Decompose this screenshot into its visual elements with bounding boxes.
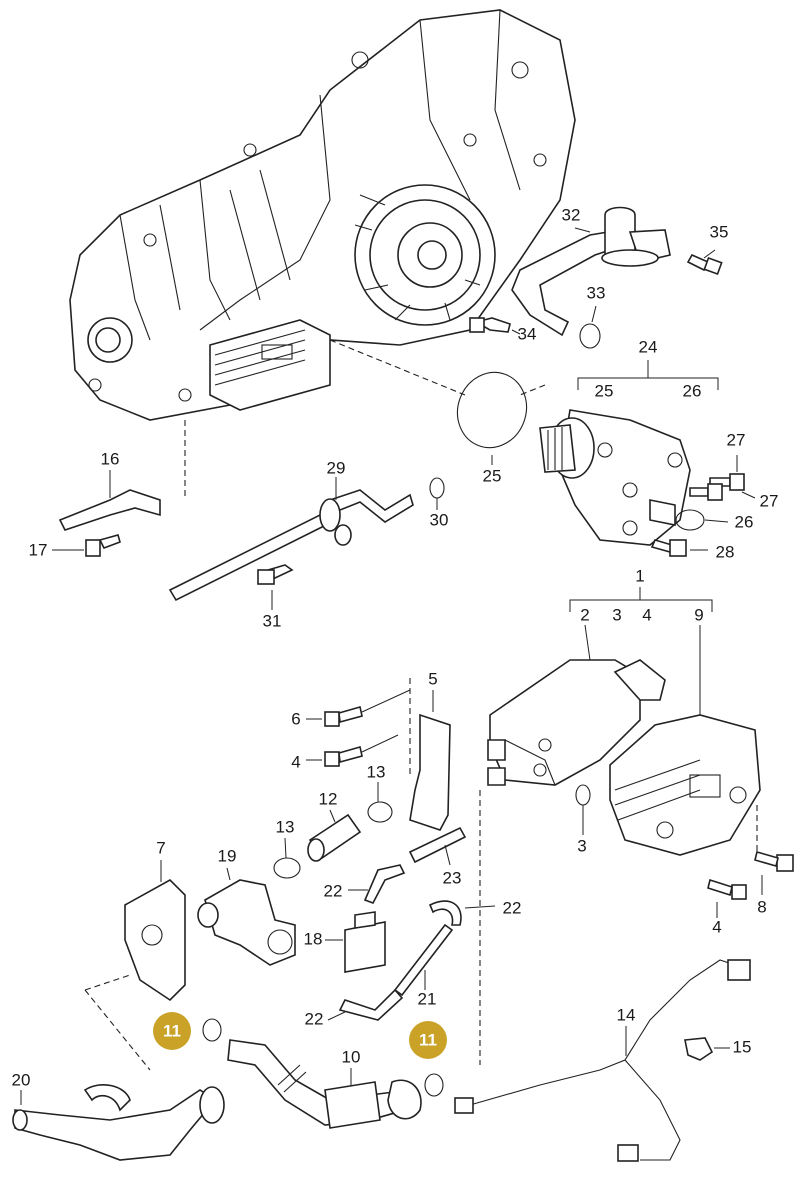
part-7-bracket	[124, 860, 186, 1002]
part-23-hose	[408, 826, 467, 866]
part-22-hose-c	[327, 988, 404, 1021]
part-24-bracket	[577, 360, 719, 390]
callout-13: 13	[367, 762, 386, 781]
part-35-bolt	[686, 249, 723, 276]
callout-34: 34	[518, 324, 537, 343]
part-18-valve	[325, 911, 386, 973]
callout-8: 8	[757, 897, 766, 916]
callout-7: 7	[156, 838, 165, 857]
part-30-ring	[429, 477, 445, 510]
housing-oil-cooler	[209, 319, 331, 411]
callout-20: 20	[12, 1070, 31, 1089]
callout-35: 35	[710, 222, 729, 241]
part-34-bolt	[469, 317, 521, 335]
part-4-bolt-b	[707, 878, 747, 918]
part-25-gasket	[456, 371, 528, 465]
callout-4: 4	[291, 752, 300, 771]
part-24-pump	[539, 409, 691, 546]
callout-26: 26	[683, 381, 702, 400]
part-9-cooler	[609, 625, 761, 856]
callout-19: 19	[218, 846, 237, 865]
callout-25: 25	[483, 466, 502, 485]
reference-line-cooler	[329, 339, 466, 396]
callout-30: 30	[430, 510, 449, 529]
callout-5: 5	[428, 669, 437, 688]
highlight-badge-11[interactable]: 11	[409, 1021, 447, 1059]
callout-26: 26	[735, 512, 754, 531]
part-19-thermostat	[197, 867, 296, 966]
part-27-bolts	[689, 455, 756, 501]
callout-22: 22	[503, 898, 522, 917]
reference-line-7b	[84, 989, 151, 1071]
highlight-badge-11[interactable]: 11	[153, 1012, 191, 1050]
part-2-housing	[487, 624, 666, 786]
transmission-housing	[69, 9, 576, 421]
callout-17: 17	[29, 540, 48, 559]
part-28-bolt	[650, 539, 708, 557]
part-29-tube	[168, 477, 414, 602]
callout-32: 32	[562, 205, 581, 224]
callout-23: 23	[443, 868, 462, 887]
part-31-bolt	[257, 564, 294, 610]
callout-18: 18	[304, 929, 323, 948]
part-13-clamp-a	[367, 782, 393, 823]
part-12-hose	[307, 809, 362, 862]
part-1-bracket	[569, 587, 713, 612]
part-33-ring	[579, 305, 601, 349]
callout-14: 14	[617, 1005, 636, 1024]
highlight-label: 11	[163, 1021, 181, 1040]
part-11-ring-a	[202, 1018, 222, 1042]
callout-27: 27	[727, 430, 746, 449]
callout-9: 9	[694, 605, 703, 624]
callout-10: 10	[342, 1047, 361, 1066]
callout-2: 2	[580, 605, 589, 624]
callout-13: 13	[276, 817, 295, 836]
part-8-bolt	[754, 851, 794, 895]
callout-31: 31	[263, 611, 282, 630]
part-22-hose-b	[428, 900, 496, 926]
callout-24: 24	[639, 337, 658, 356]
callout-3: 3	[612, 605, 621, 624]
callout-3: 3	[577, 836, 586, 855]
part-21-hose	[393, 923, 454, 997]
part-26-ring	[675, 509, 729, 531]
callout-25: 25	[595, 381, 614, 400]
part-16-bracket	[58, 470, 161, 531]
highlight-circle	[409, 1021, 447, 1059]
callout-12: 12	[319, 789, 338, 808]
callout-22: 22	[305, 1009, 324, 1028]
part-10-hose	[227, 1039, 422, 1129]
part-13-clamp-b	[273, 837, 301, 879]
callout-22: 22	[324, 881, 343, 900]
part-6-bolt	[306, 689, 411, 727]
callout-4: 4	[712, 917, 721, 936]
highlight-label: 11	[419, 1030, 437, 1049]
callout-1: 1	[635, 566, 644, 585]
part-15-clip	[684, 1037, 730, 1061]
highlight-circle	[153, 1012, 191, 1050]
part-5-plate	[409, 690, 451, 831]
callout-15: 15	[733, 1037, 752, 1056]
part-20-hose	[12, 1084, 225, 1161]
callout-27: 27	[760, 491, 779, 510]
callout-21: 21	[418, 989, 437, 1008]
part-3-ring	[575, 784, 591, 835]
highlight-badges: 11 11	[153, 1012, 447, 1059]
callout-29: 29	[327, 458, 346, 477]
callout-28: 28	[716, 542, 735, 561]
part-11-ring-b	[424, 1073, 444, 1097]
part-22-hose-a	[348, 864, 406, 904]
callout-6: 6	[291, 709, 300, 728]
callout-33: 33	[587, 283, 606, 302]
reference-line-7a	[84, 974, 131, 991]
callout-4: 4	[642, 605, 651, 624]
part-32-pipe	[511, 206, 671, 337]
callout-16: 16	[101, 449, 120, 468]
part-17-bolt	[52, 534, 121, 557]
part-14-harness	[454, 959, 751, 1162]
part-4-bolt-a	[306, 734, 399, 767]
